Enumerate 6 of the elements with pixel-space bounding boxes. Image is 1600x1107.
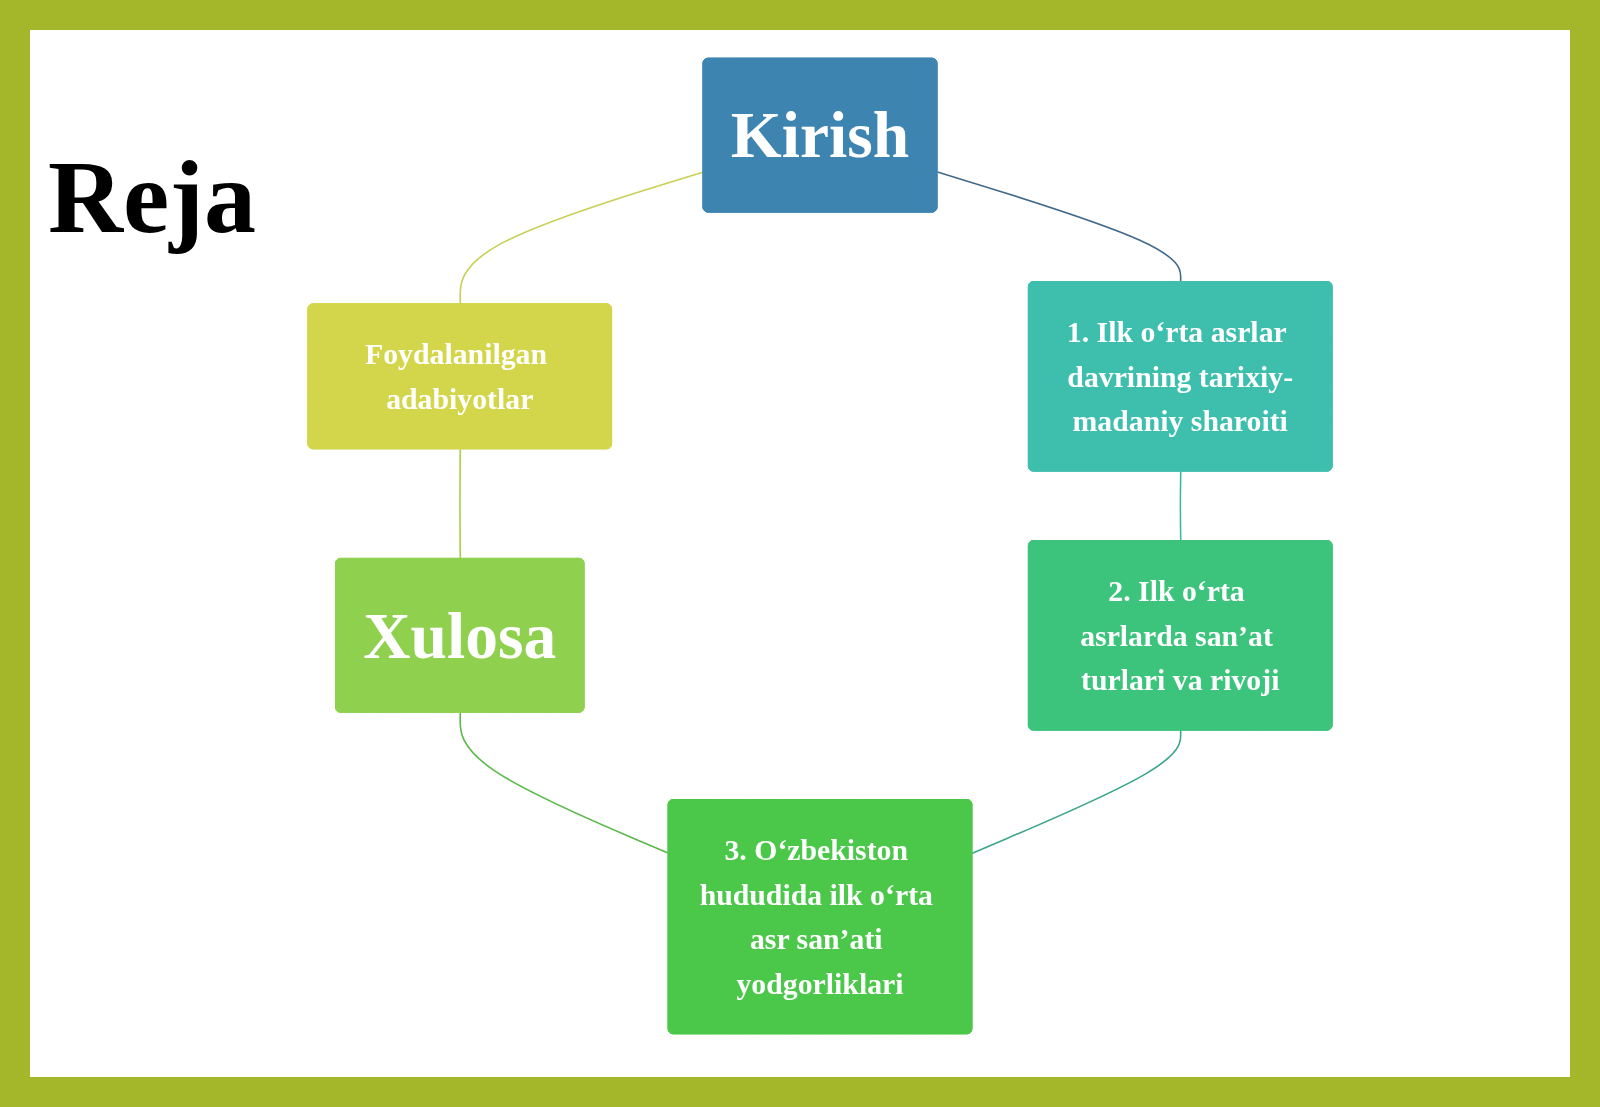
connector: [936, 171, 1182, 283]
slide-title: Reja: [48, 140, 256, 255]
connector: [1179, 470, 1182, 542]
connector: [971, 729, 1182, 854]
connector: [459, 711, 670, 854]
connector: [459, 448, 462, 560]
